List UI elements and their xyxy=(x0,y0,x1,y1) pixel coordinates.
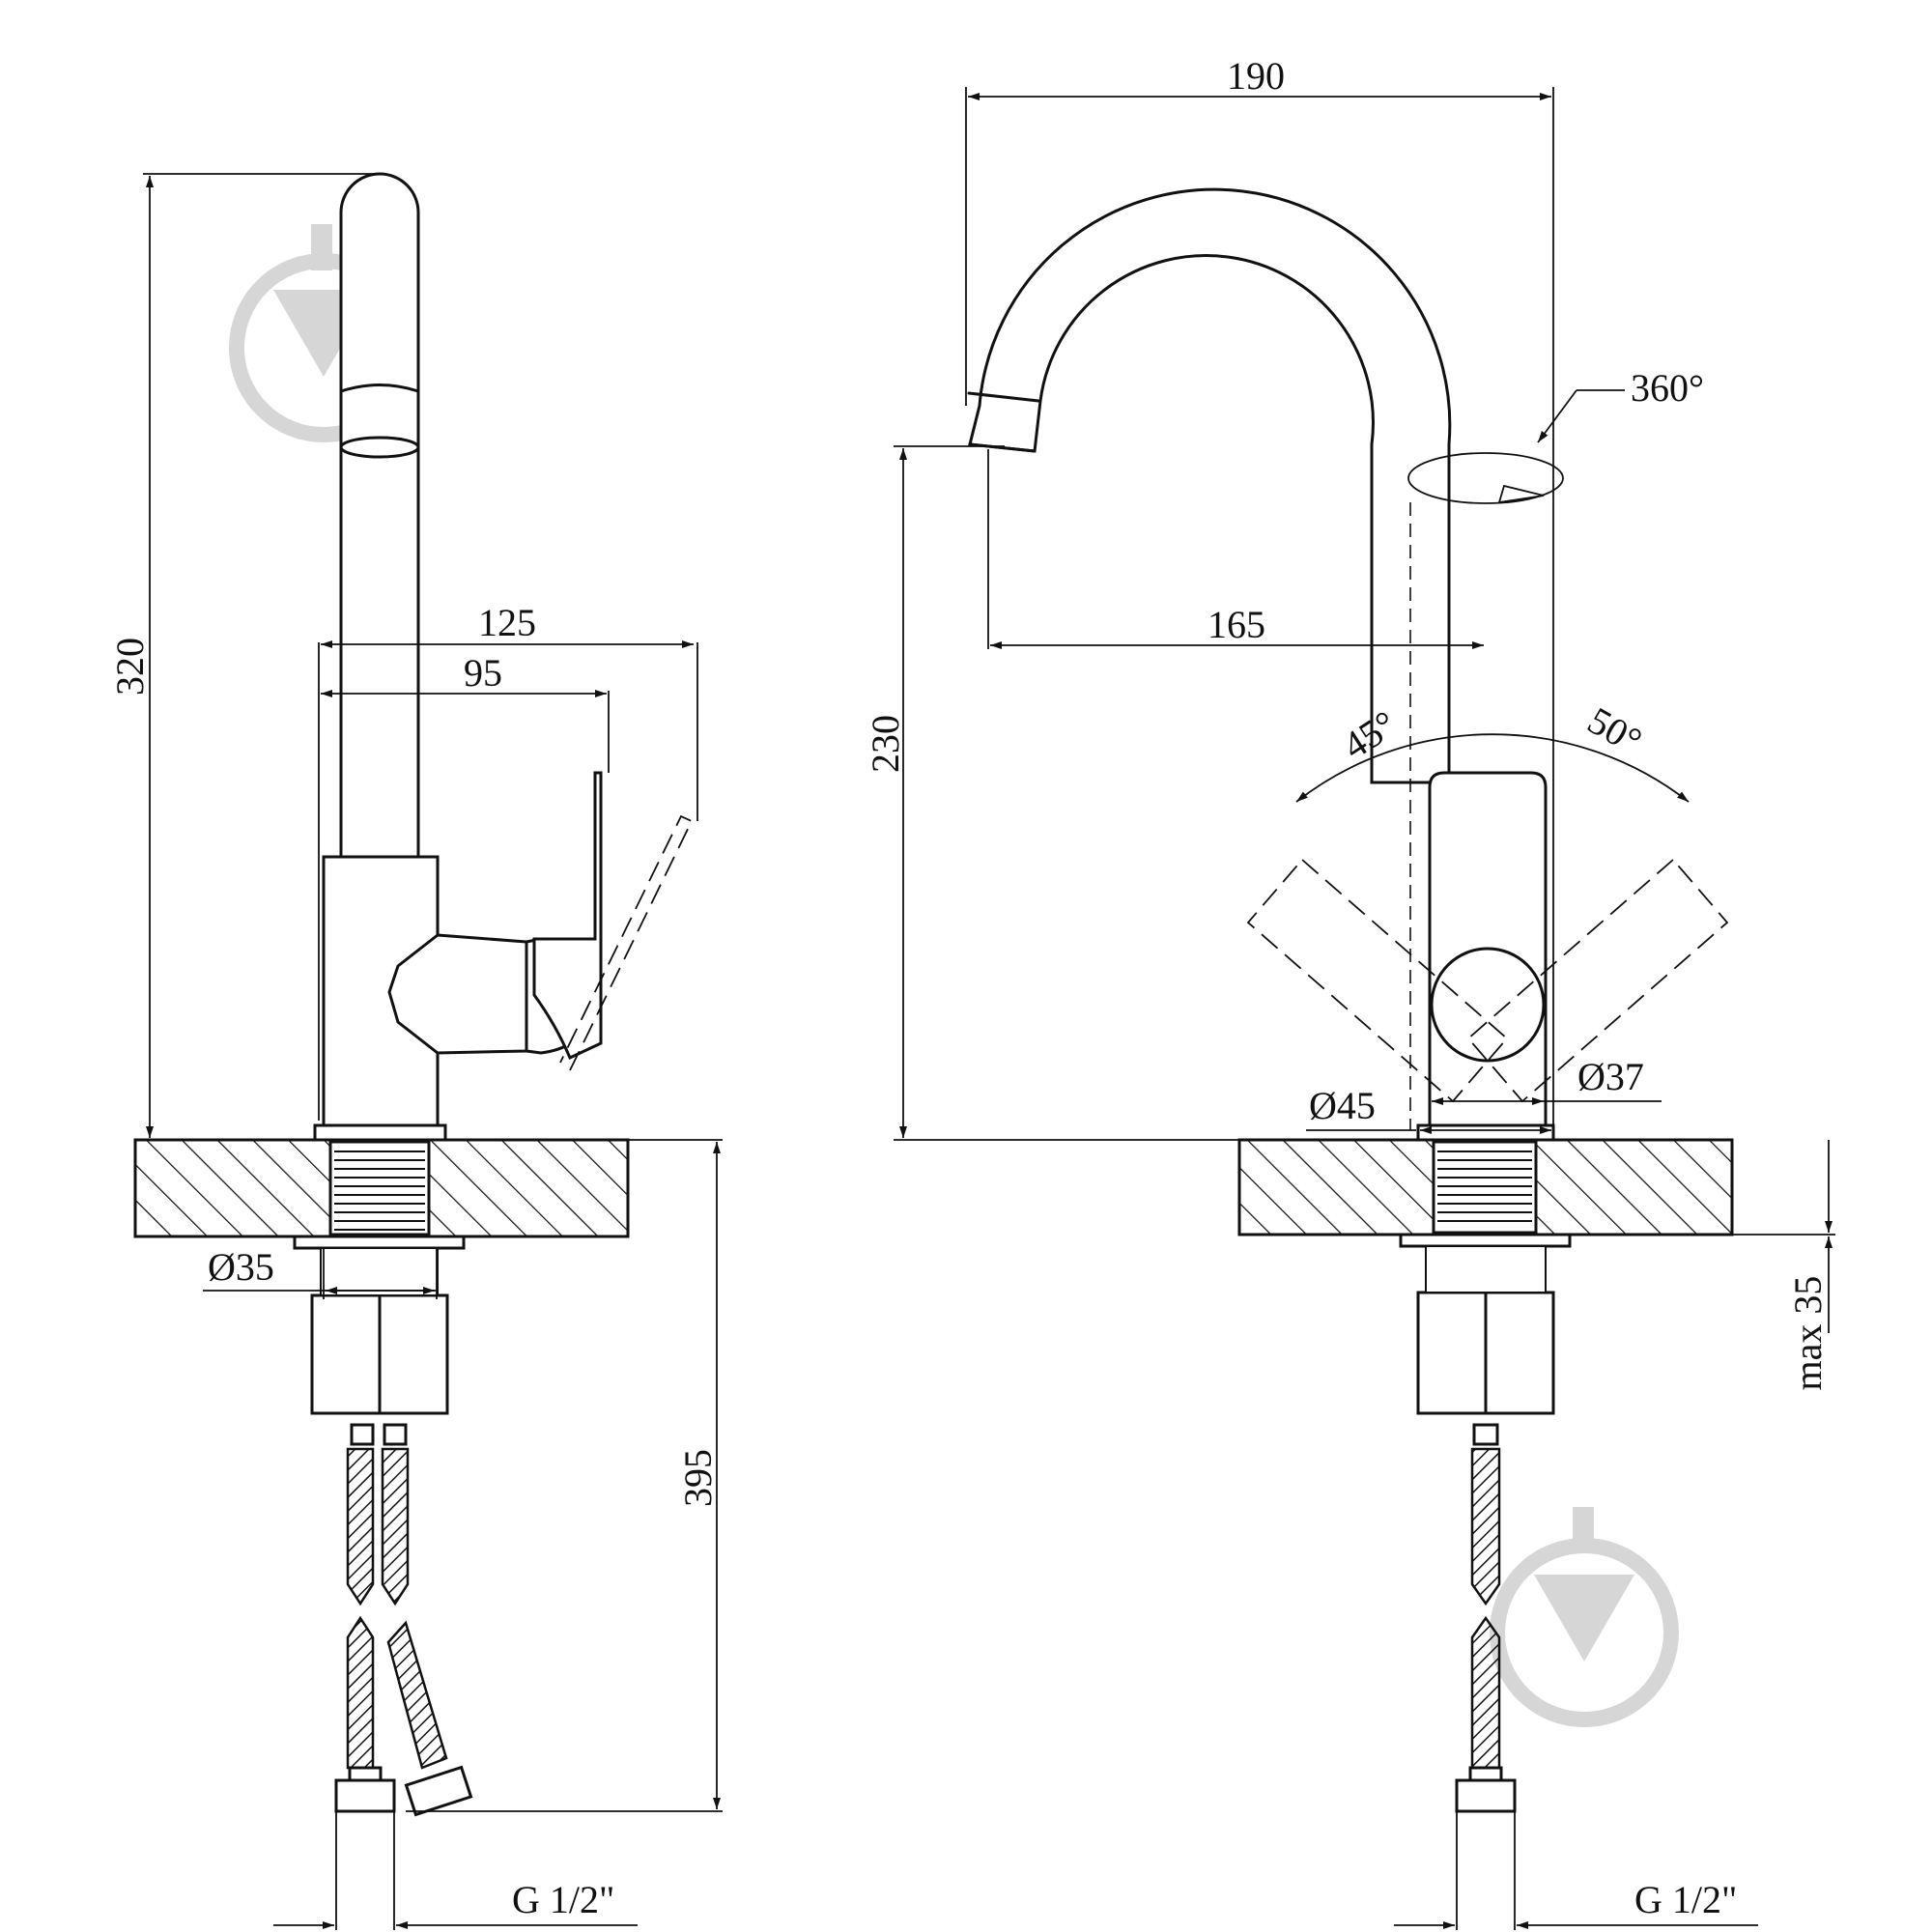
lever-reach-dimension: 95 xyxy=(321,651,610,773)
swivel-arrow-icon xyxy=(1407,452,1564,504)
spout-height-dimension: 230 xyxy=(864,445,1239,1141)
spout-width-label: 190 xyxy=(1227,54,1285,98)
swivel-dimension: 360° xyxy=(1537,366,1704,443)
braided-hose xyxy=(1455,1423,1517,1813)
side-view: 320 125 95 Ø35 395 xyxy=(108,172,723,1930)
height-dimension: 320 xyxy=(108,173,380,1138)
front-thread-label: G 1/2" xyxy=(1634,1878,1737,1921)
base-flange xyxy=(1416,1123,1555,1142)
aerator-ring xyxy=(339,436,420,459)
handle-reach-dimension: 125 xyxy=(318,601,698,1121)
front-view: 190 360° 165 230 45° 50° Ø37 xyxy=(864,54,1835,1930)
lever-reach-label: 95 xyxy=(464,651,502,695)
cartridge-cap xyxy=(1430,947,1546,1063)
height-label: 320 xyxy=(108,638,152,696)
max-thickness-label: max 35 xyxy=(1786,1276,1830,1391)
swivel-label: 360° xyxy=(1631,366,1704,410)
flange-washer xyxy=(1399,1233,1572,1248)
spout-reach-label: 165 xyxy=(1208,603,1265,646)
handle-reach-label: 125 xyxy=(478,601,536,644)
base-flange xyxy=(313,1123,447,1142)
braided-hose-right xyxy=(381,1423,473,1817)
right-angle-label: 50° xyxy=(1580,698,1649,763)
side-thread-dimension: G 1/2" xyxy=(273,1811,638,1930)
spout-reach-dimension: 165 xyxy=(987,449,1484,649)
spout-height-label: 230 xyxy=(864,715,907,773)
shank-diameter-dimension: Ø35 xyxy=(203,1245,438,1299)
shank-diameter-label: Ø35 xyxy=(208,1245,274,1289)
mount-height-label: 395 xyxy=(676,1449,720,1507)
right-angle-dimension: 50° xyxy=(1580,698,1649,763)
max-thickness-dimension: max 35 xyxy=(1732,1140,1835,1390)
body-diameter-label: Ø37 xyxy=(1577,1055,1644,1098)
faucet-drop-logo-icon xyxy=(1490,1507,1679,1727)
base-diameter-label: Ø45 xyxy=(1309,1084,1376,1127)
spout-width-dimension: 190 xyxy=(965,54,1554,1130)
flange-washer xyxy=(293,1235,466,1250)
body-diameter-dimension: Ø37 xyxy=(1432,1055,1662,1105)
gooseneck-spout xyxy=(968,187,1452,784)
spout-pipe xyxy=(339,172,420,860)
side-thread-label: G 1/2" xyxy=(512,1878,614,1921)
lever-handle xyxy=(532,771,603,1061)
mount-height-dimension: 395 xyxy=(406,1139,723,1812)
braided-hose-left xyxy=(334,1423,396,1813)
front-thread-dimension: G 1/2" xyxy=(1394,1811,1758,1930)
base-diameter-dimension: Ø45 xyxy=(1306,1084,1551,1134)
